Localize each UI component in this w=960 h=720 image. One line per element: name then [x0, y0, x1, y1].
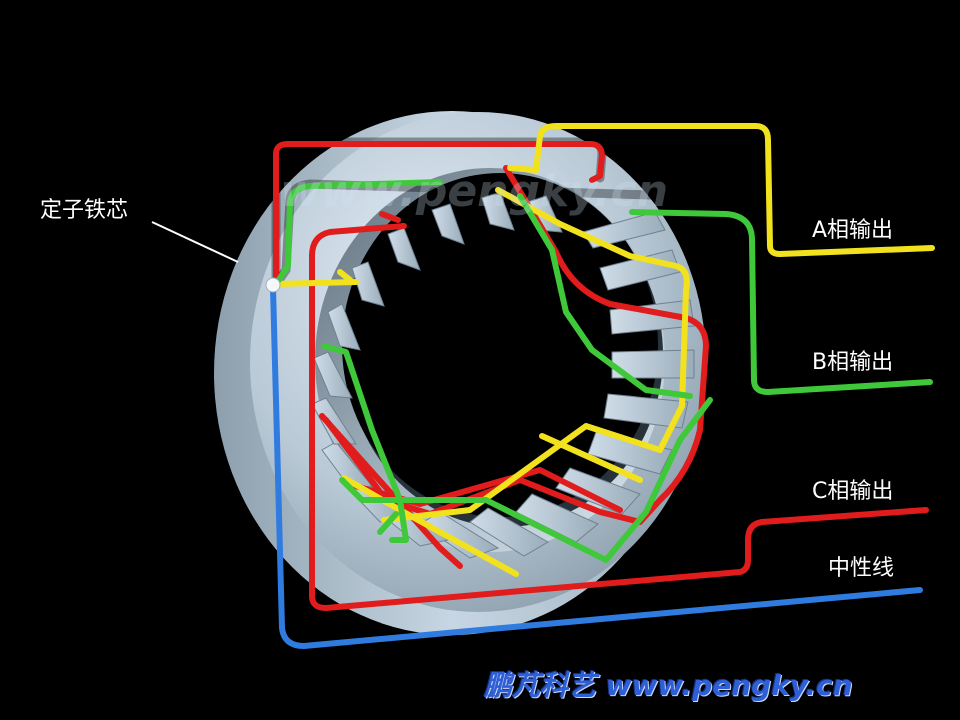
watermark-text: www.pengky.cn	[280, 166, 669, 217]
phase-a-output-label: A相输出	[812, 218, 894, 243]
stator-core-leader-line	[151, 221, 239, 263]
credit-text: 鹏芃科艺 www.pengky.cn	[484, 669, 853, 702]
phase-b-output-label: B相输出	[812, 350, 894, 375]
phase-c-coil	[273, 141, 929, 611]
star-point	[265, 277, 281, 293]
stator-core-label: 定子铁芯	[40, 198, 129, 223]
stator-teeth	[311, 191, 695, 559]
neutral-line-label: 中性线	[828, 556, 895, 581]
phase-c-output-label: C相输出	[812, 479, 894, 504]
neutral-line	[270, 285, 923, 649]
phase-b-coil	[273, 179, 933, 563]
